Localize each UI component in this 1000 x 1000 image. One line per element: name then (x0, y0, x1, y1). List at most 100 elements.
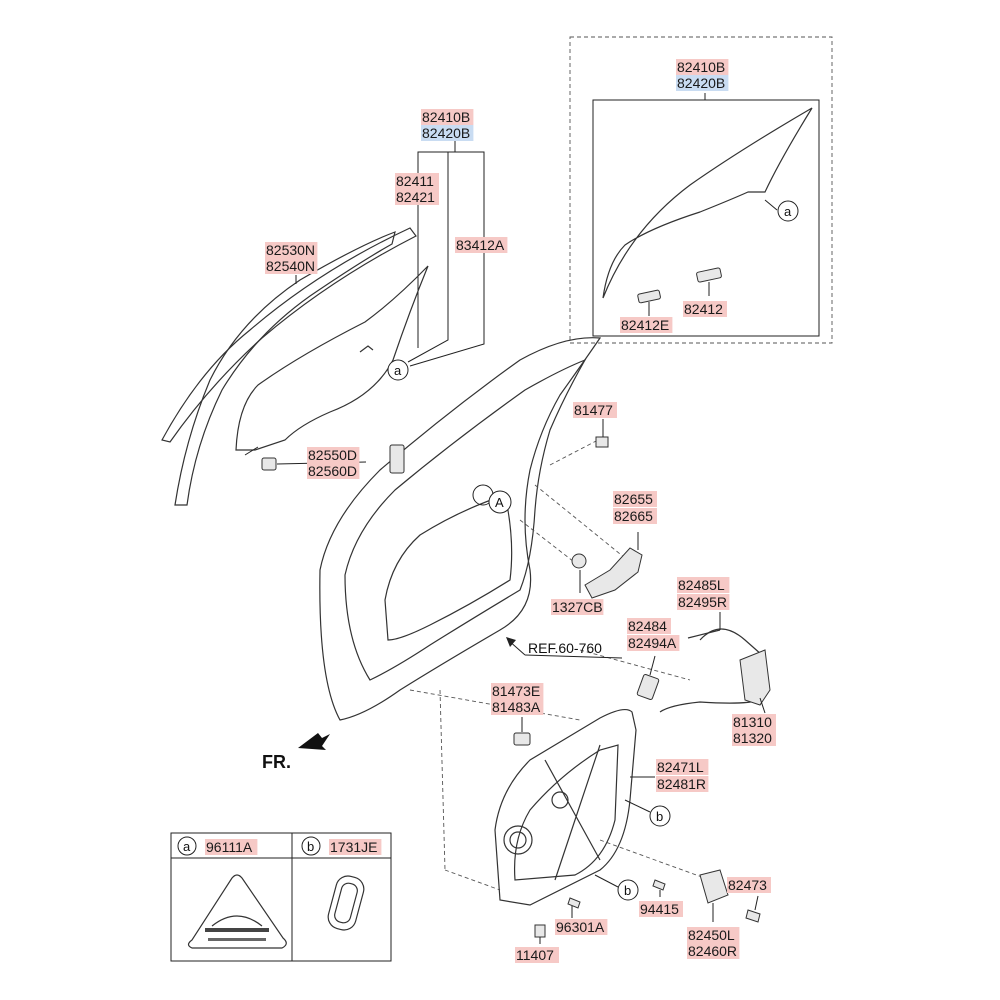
inset-clip-82412E (637, 289, 661, 304)
part-label-p96301A: 96301A (556, 919, 605, 935)
part-label-p82495R: 82495R (678, 594, 727, 610)
label-bg-p82550D (307, 447, 360, 463)
part-label-p82421: 82421 (396, 189, 435, 205)
part-label-inset_82412: 82412 (684, 301, 723, 317)
glass-mark (359, 345, 374, 353)
part-label-p82481R: 82481R (657, 776, 706, 792)
nut-1327CB (571, 553, 587, 569)
regulator-inner (513, 744, 619, 881)
regulator-rail-2 (554, 744, 601, 881)
bolt-81477 (595, 436, 609, 448)
speaker-ring (503, 825, 533, 855)
part-label-legend_b_code: 1731JE (330, 839, 377, 855)
label-bg-p81310 (732, 714, 776, 730)
part-label-p82665: 82665 (614, 508, 653, 524)
front-indicator: FR. (262, 752, 291, 772)
part-label-p82485L: 82485L (678, 577, 725, 593)
door-window-opening (384, 494, 513, 641)
part-label-p11407: 11407 (516, 947, 554, 963)
label-bg-p82420B_top (421, 125, 474, 141)
grommet-icon (327, 875, 365, 931)
door-inner-frame (344, 358, 587, 681)
glass-stopper (261, 457, 277, 471)
ref-label: REF.60-760 (528, 640, 602, 656)
dash-81477 (549, 439, 599, 466)
label-bg-p81320 (732, 730, 776, 746)
dash-1327CB (519, 519, 579, 566)
regulator-rail-1 (544, 759, 601, 861)
label-bg-p81473E (491, 683, 544, 699)
part-label-p81477: 81477 (574, 402, 613, 418)
leader-b-1 (624, 799, 651, 813)
label-bg-p82494A (627, 635, 680, 651)
legend-callout-a-text: a (183, 839, 191, 854)
part-label-inset_82412E: 82412E (621, 317, 669, 333)
grommet-inner-icon (334, 882, 358, 924)
legend-callout-b-text: b (307, 839, 314, 854)
bolt-11407 (534, 924, 546, 938)
label-bg-p82485L (677, 577, 730, 593)
screw-96301A (567, 897, 581, 909)
label-bg-p96301A (555, 919, 608, 935)
label-bg-p1327CB (551, 599, 604, 615)
callout-A-text: A (495, 495, 504, 510)
inset-leader-a (764, 199, 778, 211)
label-bg-inset_82410B (676, 59, 729, 75)
handle-82484 (636, 673, 660, 701)
label-bg-p82450L (687, 927, 740, 943)
part-label-p82471L: 82471L (657, 759, 704, 775)
label-bg-p82481R (656, 776, 709, 792)
part-label-inset_82410B: 82410B (677, 59, 725, 75)
label-bg-p82495R (677, 594, 730, 610)
inset-dashed-frame (569, 36, 833, 344)
label-bg-p82411 (395, 173, 439, 189)
leader-82411 (407, 152, 449, 363)
part-label-p82560D: 82560D (308, 463, 357, 479)
part-label-inset_82420B: 82420B (677, 75, 725, 91)
dash-82450L (599, 839, 711, 881)
label-bg-p82540N (265, 258, 318, 274)
part-label-p82420B_top: 82420B (422, 125, 470, 141)
part-label-p81310: 81310 (733, 714, 772, 730)
clip-81473E (513, 732, 531, 746)
callout-b-2 (617, 879, 639, 901)
label-bg-p81477 (573, 402, 617, 418)
leader-b-2 (594, 874, 619, 888)
label-bg-inset_82412E (620, 317, 673, 333)
screw-82473 (745, 909, 761, 923)
security-label-icon (187, 874, 287, 949)
part-label-p1327CB: 1327CB (552, 599, 603, 615)
label-bg-p82410B_top (421, 109, 474, 125)
label-bg-p82473 (727, 877, 771, 893)
callout-a-glass-text: a (394, 363, 402, 378)
bracket-82550D (389, 444, 405, 474)
part-label-p82484: 82484 (628, 618, 667, 634)
label-bg-inset_82420B (676, 75, 729, 91)
label-bg-p82484 (627, 618, 671, 634)
label-bg-p82655 (613, 491, 657, 507)
callout-A (488, 490, 512, 514)
label-bg-p82460R (687, 943, 740, 959)
security-label-band (205, 928, 269, 932)
door-glass (235, 265, 429, 451)
label-bg-p82471L (656, 759, 709, 775)
bracket-82410B (409, 151, 485, 367)
leader-81310 (759, 697, 766, 714)
callout-b-1 (649, 805, 671, 827)
label-bg-p81483A (491, 699, 544, 715)
security-label-car-icon (211, 915, 263, 927)
part-label-p82411: 82411 (396, 173, 434, 189)
door-latch-81310 (739, 649, 771, 706)
inset-callout-a (777, 200, 799, 222)
part-label-p82410B_top: 82410B (422, 109, 470, 125)
part-label-p82540N: 82540N (266, 258, 315, 274)
part-label-p82473: 82473 (728, 877, 767, 893)
screw-94415 (652, 879, 666, 891)
security-label-text-band (208, 938, 266, 941)
label-bg-p94415 (639, 901, 683, 917)
glass-bottom-edge (244, 446, 259, 456)
door-shell (319, 337, 602, 721)
speaker-ring-inner (509, 831, 527, 849)
glass-run-channel-outer (174, 231, 396, 506)
